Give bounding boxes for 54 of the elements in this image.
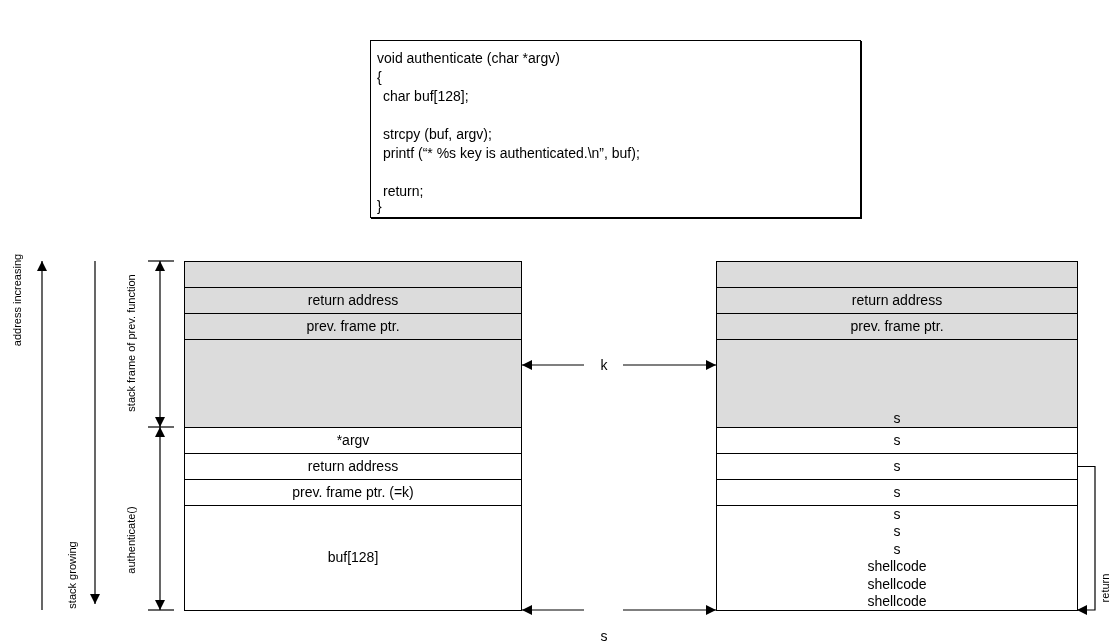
code-line: {: [377, 69, 382, 86]
pointer-label: s: [600, 628, 608, 644]
cell-label: return address: [307, 457, 399, 476]
cell-label: s: [893, 457, 901, 476]
cell-label: shellcode: [867, 593, 927, 611]
cell-label: buf[128]: [327, 549, 379, 567]
stack-cell: [716, 261, 1078, 288]
code-line: void authenticate (char *argv): [377, 50, 560, 67]
axis-label: stack growing: [66, 541, 78, 609]
code-line: }: [377, 198, 382, 215]
cell-label: shellcode: [867, 558, 927, 576]
stack-cell: [184, 453, 522, 480]
arrow: [521, 605, 585, 615]
code-line: strcpy (buf, argv);: [383, 126, 492, 143]
edge-label: return: [1099, 573, 1111, 603]
code-line: char buf[128];: [383, 88, 469, 105]
stack-cell: [716, 313, 1078, 340]
stack-cell: [184, 287, 522, 314]
code-line: printf (“* %s key is authenticated.\n”, buf);: [383, 145, 640, 162]
pointer-label: k: [600, 357, 608, 373]
cell-label: s: [893, 409, 901, 427]
arrow: [622, 605, 717, 615]
stack-cell: [716, 287, 1078, 314]
stack-cell: [184, 339, 522, 428]
cell-label: s: [893, 505, 901, 523]
cell-label: s: [893, 431, 901, 450]
arrow: [521, 360, 585, 370]
axis-label: address increasing: [11, 253, 23, 347]
cell-label: return address: [307, 291, 399, 310]
stack-cell: [716, 453, 1078, 480]
cell-label: s: [893, 523, 901, 541]
code-line: return;: [383, 183, 424, 200]
arrow: [622, 360, 717, 370]
stack-cell: [716, 505, 1078, 611]
stack-cell: [184, 313, 522, 340]
stack-cell: [184, 261, 522, 288]
code-box: [370, 40, 861, 218]
stack-cell: [184, 427, 522, 454]
cell-label: prev. frame ptr.: [306, 317, 400, 336]
return-arrow: [1076, 465, 1096, 615]
stack-cell: [184, 505, 522, 611]
cell-label: prev. frame ptr.: [850, 317, 944, 336]
cell-label: *argv: [336, 431, 370, 450]
stack-cell: [716, 479, 1078, 506]
cell-label: return address: [851, 291, 943, 310]
axis-label: stack frame of prev. function: [125, 274, 137, 412]
stack-cell: [716, 339, 1078, 428]
cell-label: shellcode: [867, 575, 927, 593]
cell-label: s: [893, 540, 901, 558]
stack-cell: [716, 427, 1078, 454]
stack-cell: [184, 479, 522, 506]
cell-label: s: [893, 483, 901, 502]
cell-label: prev. frame ptr. (=k): [292, 483, 414, 502]
axis-label: authenticate(): [125, 506, 137, 574]
